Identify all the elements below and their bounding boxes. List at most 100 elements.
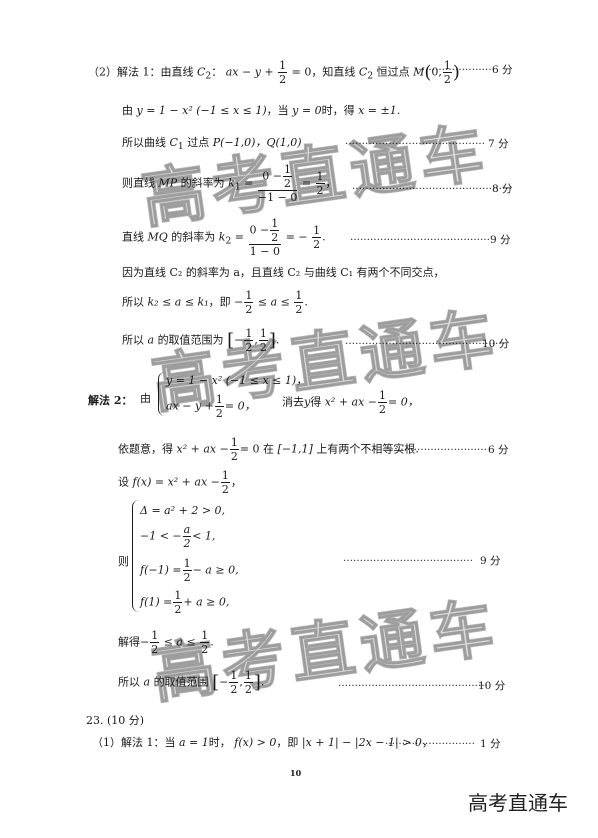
text: − <box>234 333 244 347</box>
text: = <box>244 176 254 190</box>
bracket-close: ] <box>268 330 276 351</box>
line-method2-system: 由 <box>140 390 151 406</box>
text: = − <box>285 230 308 244</box>
text: = <box>234 230 244 244</box>
paren-close: ) <box>452 62 460 83</box>
score-dots: ……………………… <box>397 442 487 453</box>
math-eq: a = 1 <box>179 736 209 749</box>
text: 的取值范围为 <box>157 333 224 347</box>
math-eq: x = ±1 <box>358 104 397 117</box>
den: 2 <box>201 643 209 656</box>
math-eq: |x + 1| − |2x − 1| > 0 <box>301 736 422 749</box>
text: 的斜率为 <box>171 230 216 244</box>
text: ，当 <box>266 104 289 117</box>
num: 1 <box>214 393 224 407</box>
text: ， <box>421 736 433 749</box>
text: 消去 <box>282 395 304 409</box>
num: 1 <box>200 629 210 643</box>
math-y: y <box>304 395 311 409</box>
math-ineq: ≤ a ≤ <box>257 295 290 309</box>
system-brace <box>158 372 165 416</box>
text: 得 <box>310 395 322 409</box>
math-eq: x² + ax − <box>324 395 378 409</box>
den: 2 <box>221 483 229 496</box>
den: 2 <box>283 177 291 190</box>
text: . <box>322 230 326 244</box>
math-interval: [−1,1] <box>277 442 313 456</box>
sub: 1 <box>177 141 184 153</box>
den: 2 <box>379 403 387 416</box>
num: 1 <box>244 327 254 341</box>
num: 1 <box>442 59 452 73</box>
num: a <box>182 523 192 537</box>
math-cond: −1 < − <box>140 529 182 543</box>
sub: 2 <box>367 70 374 82</box>
text: 由 <box>140 392 151 405</box>
math-eq: y = 1 − x² (−1 ≤ x ≤ 1)， <box>166 374 308 387</box>
den: 2 <box>151 643 159 656</box>
num: 1 <box>229 436 239 450</box>
page-number: 10 <box>290 768 302 778</box>
num: 1 <box>378 389 388 403</box>
math-point: M <box>413 65 425 79</box>
den: 2 <box>245 341 253 354</box>
den: 2 <box>230 683 238 696</box>
paren-open: ( <box>424 62 432 83</box>
text: − <box>234 295 244 309</box>
cond-delta: Δ = a² + 2 > 0, <box>140 504 225 517</box>
bracket-close: ] <box>253 672 261 693</box>
system-brace <box>132 500 139 612</box>
math-cond: Δ = a² + 2 > 0, <box>140 504 226 517</box>
text: . <box>396 104 401 117</box>
score-7: 7 分 <box>488 138 509 150</box>
math-cond: + a ≥ 0, <box>183 595 230 609</box>
math-a: a <box>143 675 151 689</box>
text: 所以 <box>122 333 144 347</box>
den: 2 <box>244 683 252 696</box>
math-k2: k <box>218 230 226 244</box>
math-cond: f(1) = <box>140 595 173 609</box>
text: 的取值范围 <box>153 675 209 689</box>
den: 2 <box>316 184 324 197</box>
then-label: 则 <box>118 555 129 568</box>
bracket-open: [ <box>227 330 235 351</box>
num: 1 <box>220 469 230 483</box>
num: 1 <box>182 557 192 571</box>
text: − <box>140 635 150 649</box>
num: 1 <box>173 589 183 603</box>
score-6b: 6 分 <box>488 444 509 456</box>
math-eq: x² + ax − <box>176 442 229 456</box>
text: 上有两个不相等实根. <box>316 442 419 456</box>
bracket-open: [ <box>212 672 220 693</box>
text: 解得 <box>118 635 140 649</box>
text: 所以 <box>118 675 140 689</box>
score-9: 9 分 <box>490 234 511 246</box>
den: 2 <box>174 603 182 616</box>
text: . <box>260 675 265 689</box>
sub: 2 <box>205 70 212 82</box>
math-ineq: k₂ ≤ a ≤ k₁ <box>147 295 209 309</box>
text: , <box>239 675 243 689</box>
text: = 0，知直线 <box>291 65 356 79</box>
sub: 2 <box>225 235 232 247</box>
problem-23-label: 23. (10 分) <box>86 714 145 727</box>
text: . <box>275 333 280 347</box>
text: 的斜率为 <box>180 176 225 190</box>
